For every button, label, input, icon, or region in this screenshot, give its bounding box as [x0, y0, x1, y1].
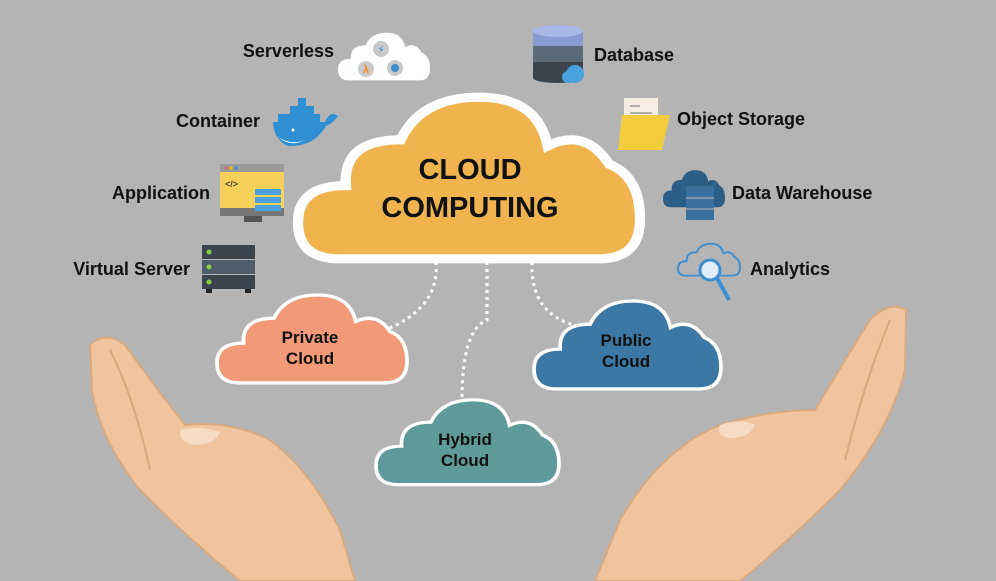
private-cloud-label-2: Cloud: [285, 349, 335, 369]
svg-text:⚡: ⚡: [377, 45, 384, 56]
database-icon: [533, 25, 584, 83]
svg-text:</>: </>: [225, 179, 238, 189]
hybrid-cloud-label-2: Cloud: [440, 451, 490, 471]
docker-whale-icon: [273, 98, 338, 147]
data-warehouse-icon: [663, 170, 725, 220]
public-cloud-label-1: Public: [600, 331, 652, 350]
title-line-2: COMPUTING: [381, 191, 559, 224]
private-cloud: Private Cloud: [250, 327, 370, 370]
title-line-1: CLOUD: [418, 154, 522, 186]
serverless-cloud-icon: ⚡ λ: [338, 32, 430, 81]
virtual-server-label: Virtual Server: [73, 259, 190, 279]
svg-text:λ: λ: [363, 64, 369, 76]
analytics-label: Analytics: [750, 259, 831, 279]
object-storage-label: Object Storage: [677, 109, 806, 129]
application-label: Application: [112, 183, 210, 203]
connectors: [379, 261, 579, 401]
server-rack-icon: [202, 245, 255, 293]
private-cloud-label-1: Private: [281, 328, 339, 347]
left-hand: [88, 336, 357, 581]
main-cloud-title: CLOUD COMPUTING: [360, 152, 580, 227]
container-label: Container: [175, 111, 260, 131]
serverless-label: Serverless: [242, 41, 334, 61]
hybrid-cloud: Hybrid Cloud: [405, 429, 525, 472]
analytics-magnifier-icon: [677, 242, 741, 301]
hybrid-cloud-label-1: Hybrid: [438, 430, 492, 449]
right-hand: [593, 305, 908, 581]
public-cloud-label-2: Cloud: [601, 352, 651, 372]
public-cloud: Public Cloud: [566, 330, 686, 373]
application-window-icon: </>: [220, 164, 284, 222]
folder-icon: [618, 98, 670, 150]
database-label: Database: [594, 45, 675, 65]
data-warehouse-label: Data Warehouse: [732, 183, 873, 203]
